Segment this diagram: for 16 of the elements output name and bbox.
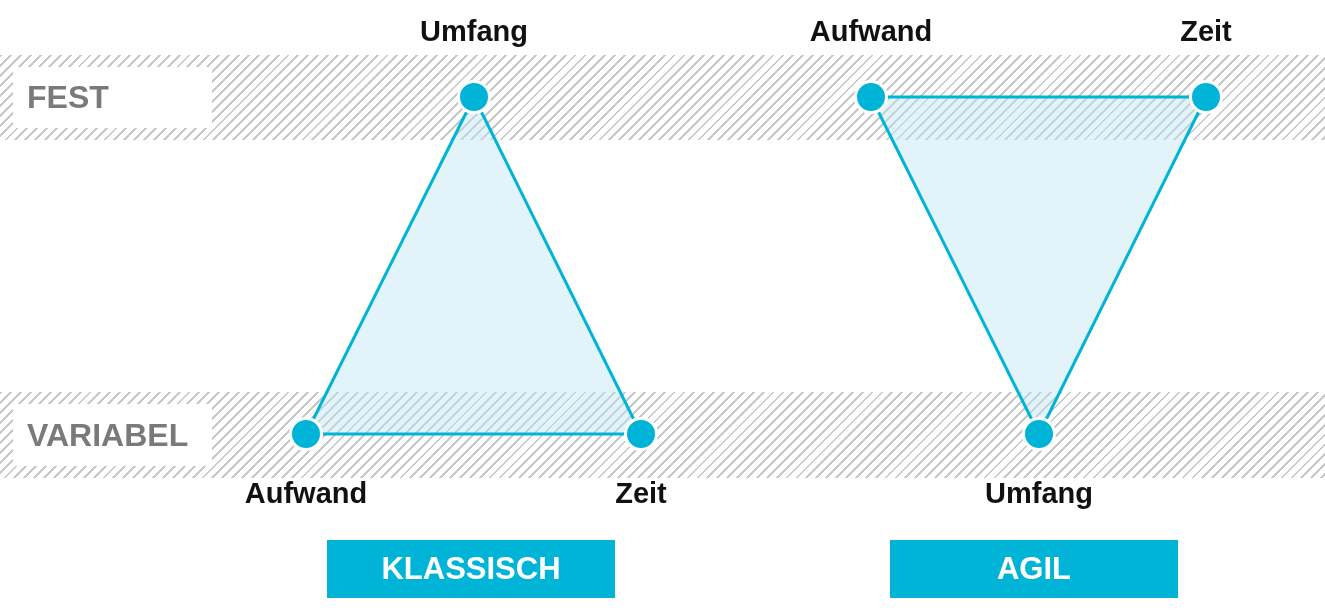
method-label: AGIL <box>890 540 1178 598</box>
vertex-label: Aufwand <box>809 14 933 48</box>
row-label: FEST <box>13 67 212 128</box>
triangle-side <box>480 111 635 420</box>
triangle-side <box>312 111 468 420</box>
triangle-side <box>323 432 624 436</box>
vertex-label: Umfang <box>985 476 1093 510</box>
triangle-side <box>888 95 1189 99</box>
method-label: KLASSISCH <box>327 540 615 598</box>
triangle-side <box>1045 111 1200 420</box>
triangle-side <box>877 111 1033 420</box>
vertex-label: Zeit <box>1180 14 1232 48</box>
vertex-label: Zeit <box>615 476 667 510</box>
row-label: VARIABEL <box>13 404 212 466</box>
vertex-label: Umfang <box>420 14 528 48</box>
vertex-label: Aufwand <box>244 476 368 510</box>
